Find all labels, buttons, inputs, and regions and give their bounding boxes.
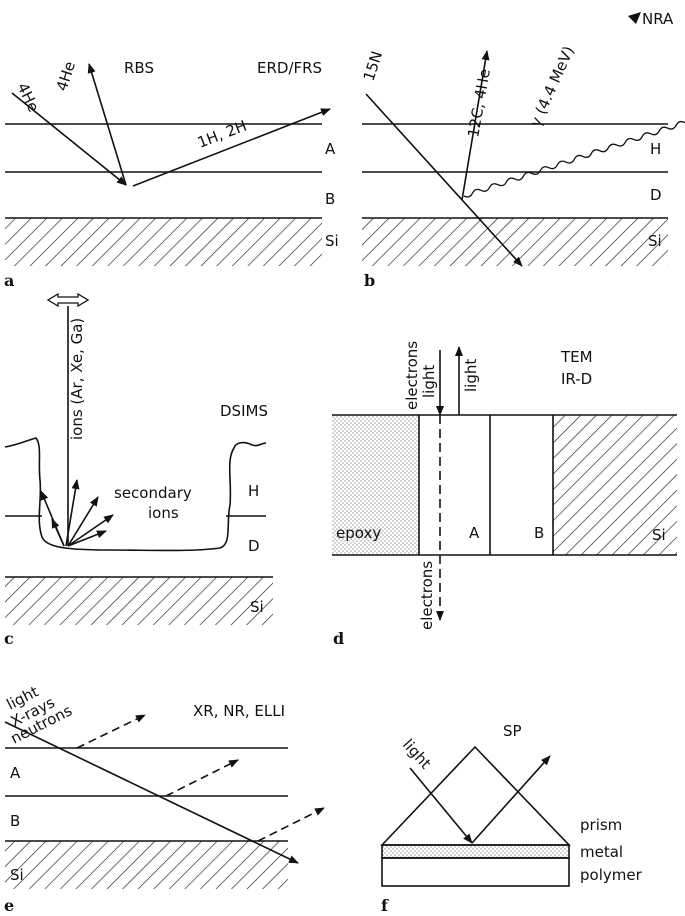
secondary-ion-arrow [67,514,114,547]
polymer-layer [381,857,570,887]
light-label: light [399,736,435,773]
technique-label-erd: ERD/FRS [257,59,322,77]
backscattered-beam-arrow [87,63,127,186]
metal-layer [381,844,570,859]
layer-label-a: A [10,764,21,782]
panel-letter-b: b [364,271,375,290]
panel-e: light X-rays neutrons XR, NR, ELLI A B S… [4,682,325,915]
layer-label-d: D [650,186,662,204]
panel-b: NRA 15N 12C, 4He γ (4.4 MeV) H D Si b [360,10,685,290]
secondary-ions-label-1: secondary [114,484,192,502]
reflected-beam-arrow [165,759,239,797]
layer-label-metal: metal [580,843,623,861]
reflected-beam-arrow [76,714,146,749]
products-label: 12C, 4He [464,67,494,138]
layer-label-h: H [248,482,259,500]
secondary-ions-label-2: ions [148,504,179,522]
gamma-arrowhead [628,12,641,24]
technique-label-nra: NRA [642,10,674,28]
technique-label-ird: IR-D [561,370,592,388]
si-substrate [5,841,288,889]
panel-letter-f: f [381,896,389,915]
layer-label-a: A [325,140,336,158]
secondary-ion-arrow [67,530,107,547]
primary-ions-label: ions (Ar, Xe, Ga) [68,318,86,440]
technique-label-rbs: RBS [124,59,154,77]
panel-letter-a: a [4,271,14,290]
gamma-wave [463,92,685,198]
panel-letter-c: c [4,629,14,648]
technique-label-xr: XR, NR, ELLI [193,702,285,720]
epoxy-region [332,415,419,555]
layer-label-polymer: polymer [580,866,643,884]
layer-label-h: H [650,140,661,158]
layer-label-si: Si [325,232,339,250]
secondary-ion-arrow [67,496,99,547]
light-out-label: light [462,359,480,392]
scan-direction-arrow [46,292,90,308]
region-label-b: B [534,524,544,542]
panel-f: light SP prism metal polymer f [380,722,643,915]
technique-label-tem: TEM [560,348,593,366]
product-arrow [461,50,490,201]
region-label-epoxy: epoxy [336,524,381,542]
panel-c: ions (Ar, Xe, Ga) DSIMS secondary ions H… [4,292,273,648]
si-region [553,415,677,555]
reflected-beam-arrow [257,807,325,842]
incident-light-arrow [409,767,473,844]
si-substrate [5,218,322,266]
secondary-ion-arrow [65,479,80,547]
transmitted-beam-arrow [4,721,299,864]
reflected-light-arrow [471,755,551,844]
layer-label-si: Si [648,232,662,250]
beam-out-label: 4He [53,59,79,93]
layer-label-b: B [10,812,20,830]
panel-a: RBS ERD/FRS 4He 4He 1H, 2H A B Si a [4,59,339,290]
electrons-label: electrons [403,341,421,410]
recoil-label: 1H, 2H [195,117,249,152]
sputter-crater-outline [4,437,267,552]
technique-label-dsims: DSIMS [220,402,268,420]
panel-d: electrons light light electrons TEM IR-D… [332,341,677,648]
beam-in-label: 15N [360,49,386,83]
gamma-label: γ (4.4 MeV) [526,43,578,129]
si-substrate [5,577,273,625]
layer-label-prism: prism [580,816,622,834]
panel-letter-e: e [4,896,14,915]
region-label-si: Si [652,526,666,544]
layer-label-d: D [248,537,260,555]
panel-letter-d: d [333,629,344,648]
region-label-a: A [469,524,480,542]
recoil-arrow [132,108,331,187]
electrons-out-label: electrons [418,561,436,630]
layer-label-si: Si [10,866,24,884]
layer-label-si: Si [250,598,264,616]
incident-beam-arrow [365,93,523,267]
secondary-ion-arrow [51,518,65,547]
incident-beam-arrow [11,92,127,186]
prism-shape [380,745,571,846]
light-in-label: light [420,365,438,398]
layer-label-b: B [325,190,335,208]
technique-label-sp: SP [503,722,522,740]
